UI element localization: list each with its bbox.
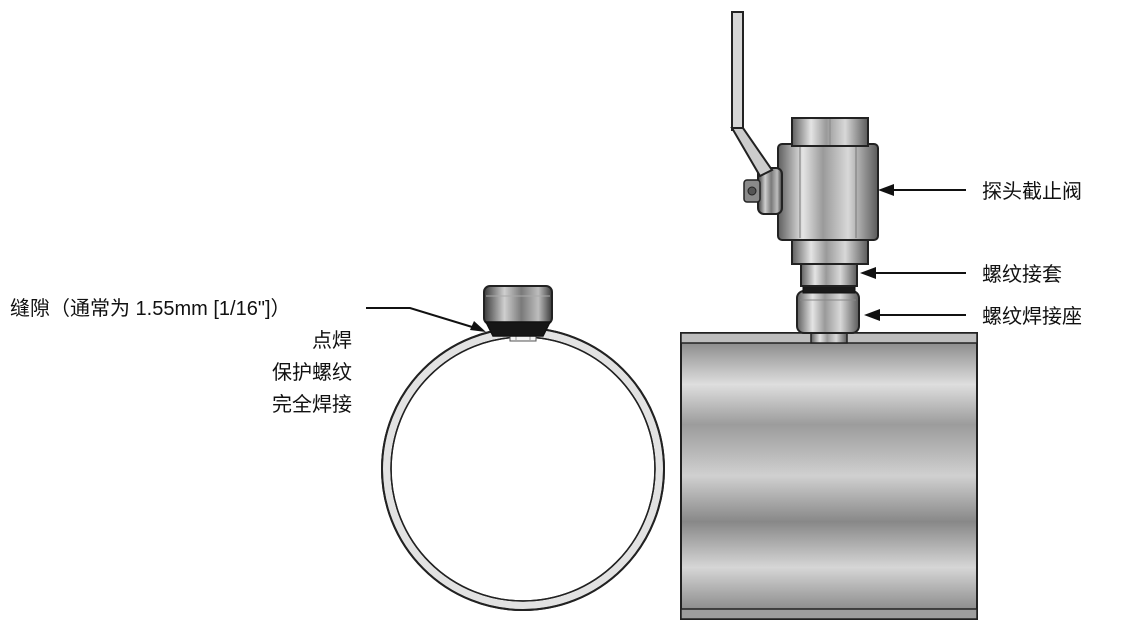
valve-arrow: [878, 184, 966, 196]
coupling-arrow: [860, 267, 966, 279]
protect-thread-label: 保护螺纹: [272, 361, 352, 384]
isolation-valve: [743, 117, 879, 265]
isolation-valve-label: 探头截止阀: [982, 180, 1082, 203]
pipe-side-view: [680, 332, 978, 620]
full-weld-label: 完全焊接: [272, 393, 352, 416]
threaded-coupling: [800, 261, 858, 294]
weldolet-fitting-section: [483, 285, 553, 337]
gap-label: 缝隙（通常为 1.55mm [1/16"]）: [10, 297, 291, 320]
gap-leader-arrow: [366, 307, 486, 332]
spot-weld-label: 点焊: [312, 329, 352, 352]
pipe-cross-section: [381, 326, 665, 611]
threaded-coupling-label: 螺纹接套: [982, 263, 1062, 286]
weldolet-arrow: [864, 309, 966, 321]
threaded-weldolet-label: 螺纹焊接座: [982, 305, 1082, 328]
valve-handle: [730, 11, 774, 178]
